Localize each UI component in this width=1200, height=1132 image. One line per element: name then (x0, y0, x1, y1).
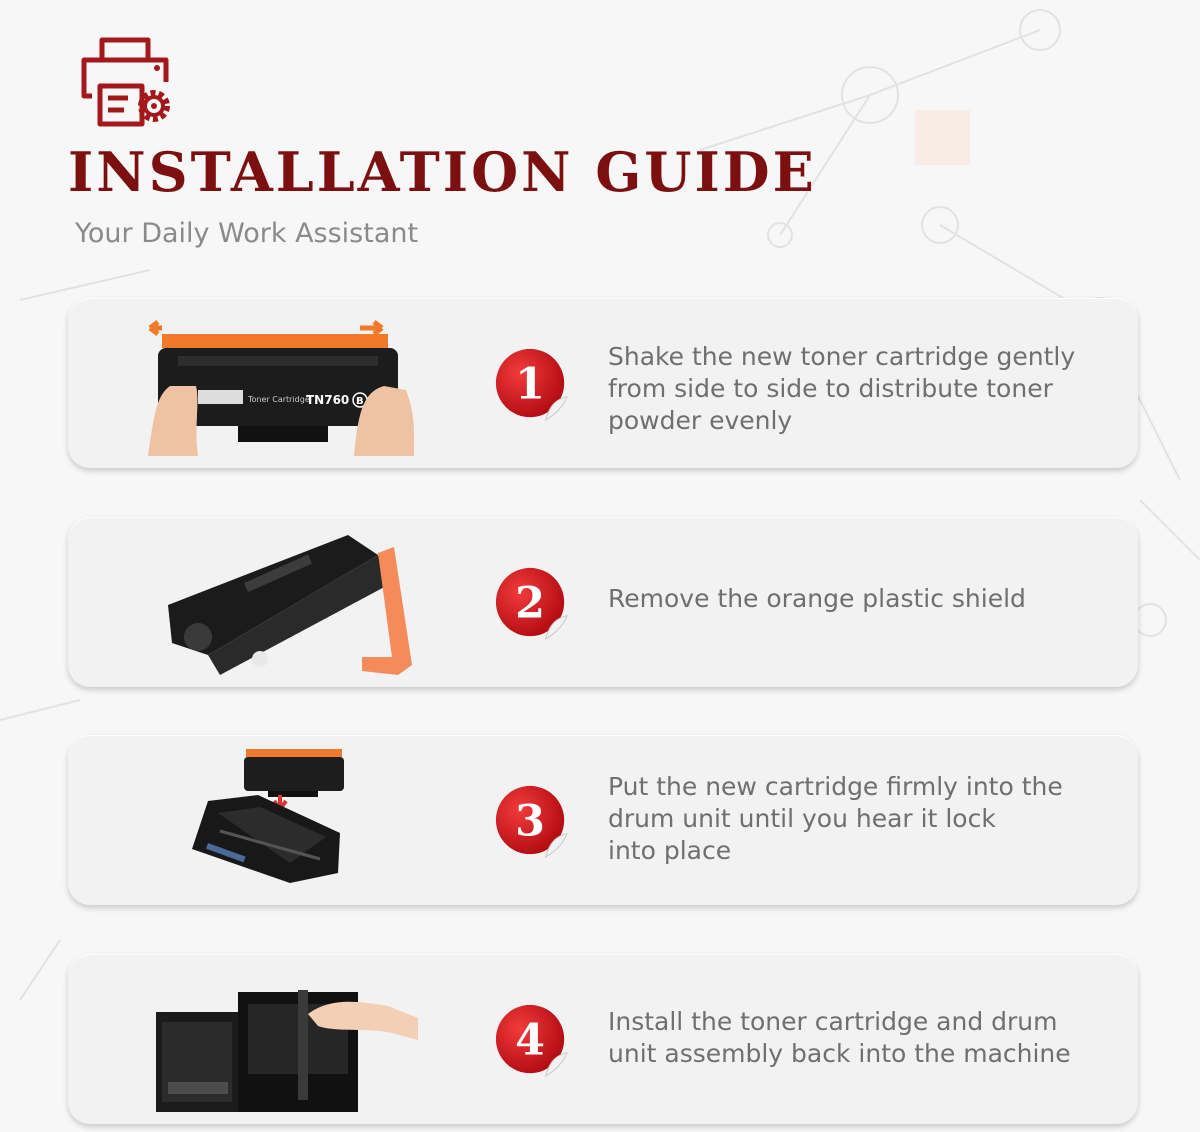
cartridge-model-label: TN760 (306, 393, 349, 407)
cartridge-into-drum-unit-image (192, 749, 344, 883)
step-text-3: Put the new cartridge firmly into the dr… (608, 772, 1063, 865)
cartridge-with-orange-shield-image (168, 535, 412, 675)
step-text-1: Shake the new toner cartridge gently fro… (608, 342, 1076, 435)
step-card-4: 4 Install the toner cartridge and drum u… (68, 954, 1138, 1124)
step-text-4: Install the toner cartridge and drum uni… (608, 1007, 1071, 1068)
hands-shaking-cartridge-image: Toner Cartridge TN760 B (148, 320, 415, 456)
step-text-2: Remove the orange plastic shield (608, 584, 1026, 613)
step-number: 1 (515, 360, 545, 410)
step-number: 3 (515, 797, 545, 847)
step-badge-2: 2 (495, 567, 568, 641)
cartridge-name-label: Toner Cartridge (247, 395, 310, 404)
printer-gear-icon (81, 37, 170, 127)
page-title: INSTALLATION GUIDE (68, 140, 817, 204)
step-card-3: 3 Put the new cartridge firmly into the … (68, 735, 1138, 905)
step-badge-1: 1 (495, 348, 568, 422)
cartridge-badge-label: B (356, 396, 364, 407)
page-subtitle: Your Daily Work Assistant (75, 218, 419, 249)
step-number: 2 (515, 579, 545, 629)
step-number: 4 (515, 1016, 545, 1066)
step-badge-4: 4 (495, 1004, 568, 1078)
step-card-1: Toner Cartridge TN760 B 1 Shake the new … (68, 298, 1138, 468)
step-badge-3: 3 (495, 785, 568, 859)
step-card-2: 2 Remove the orange plastic shield (68, 517, 1138, 687)
drum-into-printer-image (156, 990, 418, 1112)
